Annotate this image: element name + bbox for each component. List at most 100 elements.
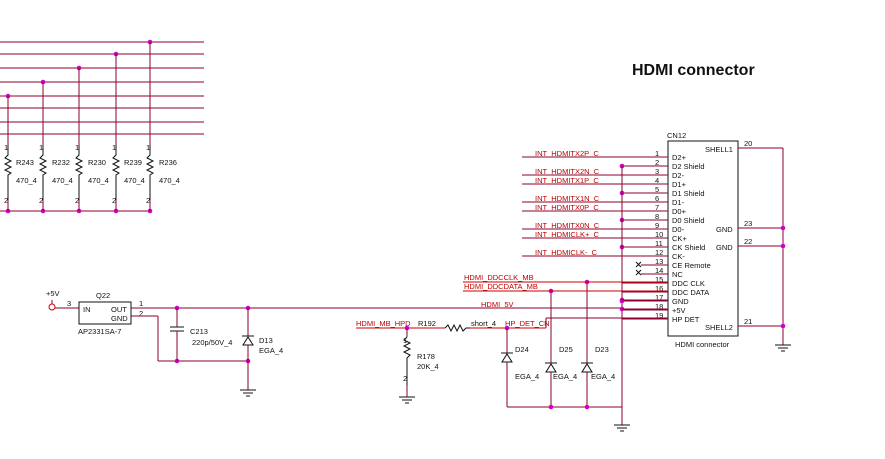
pin-number: 1 <box>655 149 659 158</box>
diode-d13: D13 EGA_4 <box>240 308 283 397</box>
r178-ref: R178 <box>417 352 435 361</box>
diode-ref: D13 <box>259 336 273 345</box>
pin-number: 15 <box>655 275 663 284</box>
pin-number: 8 <box>655 212 659 221</box>
r178-value: 20K_4 <box>417 362 439 371</box>
svg-text:1: 1 <box>39 143 43 152</box>
resistor-bank: R243 470_4 1 2 R232 470_4 1 2 R230 470_4… <box>0 143 180 214</box>
net-label: INT_HDMICLK+_C <box>535 230 600 239</box>
pin-name: D0- <box>672 225 685 234</box>
diode-ref: D23 <box>595 345 609 354</box>
net-label: INT_HDMITX0P_C <box>535 203 599 212</box>
pin-number: 17 <box>655 293 663 302</box>
right-pins: 20 SHELL1 23 GND 22 GND 21 SHELL2 <box>705 139 791 352</box>
svg-text:OUT: OUT <box>111 305 127 314</box>
resistor-ref: R239 <box>124 158 142 167</box>
svg-text:SHELL2: SHELL2 <box>705 323 733 332</box>
esd-diodes: D24 EGA_4 D25 EGA_4 D23 EGA_4 <box>501 279 630 432</box>
regulator-part: AP2331SA-7 <box>78 327 121 336</box>
svg-text:2: 2 <box>75 196 79 205</box>
pin-number: 10 <box>655 230 663 239</box>
net-label: INT_HDMITX1P_C <box>535 176 599 185</box>
svg-text:IN: IN <box>83 305 91 314</box>
pin-number: 4 <box>655 176 659 185</box>
resistor-ref: R230 <box>88 158 106 167</box>
pin-name: D2+ <box>672 153 687 162</box>
cap-ref: C213 <box>190 327 208 336</box>
connector-pin-5: 5 D1 Shield <box>619 185 705 198</box>
bus-lines <box>0 39 204 145</box>
net-label-hpd-cn: HP_DET_CN <box>505 319 550 328</box>
net-label: INT_HDMITX2P_C <box>535 149 599 158</box>
pin-name: DDC CLK <box>672 279 705 288</box>
resistor-value: 470_4 <box>52 176 73 185</box>
pin-name: DDC DATA <box>672 288 709 297</box>
pin-number: 5 <box>655 185 659 194</box>
regulator-q22: +5V 3 Q22 IN OUT GND AP2331SA-7 1 2 <box>46 289 622 364</box>
resistor-r232: R232 470_4 1 2 <box>38 143 73 205</box>
svg-text:20: 20 <box>744 139 752 148</box>
diode-value: EGA_4 <box>553 372 577 381</box>
net-label: INT_HDMITX2N_C <box>535 167 600 176</box>
pin-number: 19 <box>655 311 663 320</box>
pin-name: D2 Shield <box>672 162 705 171</box>
svg-text:2: 2 <box>39 196 43 205</box>
pin-number: 11 <box>655 239 663 248</box>
pin-number: 18 <box>655 302 663 311</box>
connector-ref: CN12 <box>667 131 686 140</box>
pin-number: 16 <box>655 284 663 293</box>
diode-ref: D25 <box>559 345 573 354</box>
pin-name: D2- <box>672 171 685 180</box>
svg-text:1: 1 <box>4 143 8 152</box>
pin-number: 12 <box>655 248 663 257</box>
connector-pin-16: 16 DDC DATA HDMI_DDCDATA_MB <box>464 282 709 297</box>
diode-ref: D24 <box>515 345 529 354</box>
svg-text:1: 1 <box>139 299 143 308</box>
net-label: HDMI_DDCCLK_MB <box>464 273 534 282</box>
pin-name: CK- <box>672 252 685 261</box>
svg-text:2: 2 <box>146 196 150 205</box>
svg-text:2: 2 <box>403 374 407 383</box>
resistor-ref: R236 <box>159 158 177 167</box>
resistor-ref: R243 <box>16 158 34 167</box>
diode-value: EGA_4 <box>591 372 615 381</box>
pin-number: 7 <box>655 203 659 212</box>
connector-pin-1: 1 D2+ INT_HDMITX2P_C <box>522 149 687 162</box>
svg-text:1: 1 <box>75 143 79 152</box>
svg-text:GND: GND <box>716 225 733 234</box>
pin-name: D0 Shield <box>672 216 705 225</box>
svg-text:GND: GND <box>716 243 733 252</box>
hpd-section: HDMI_MB_HPD R192 short_4 HP_DET_CN 1 2 R… <box>356 317 622 404</box>
connector-pin-8: 8 D0 Shield <box>619 212 705 225</box>
net-label: INT_HDMICLK-_C <box>535 248 598 257</box>
pin-name: +5V <box>672 306 686 315</box>
pin-name: D1 Shield <box>672 189 705 198</box>
cap-value: 220p/50V_4 <box>192 338 232 347</box>
net-label: HDMI_DDCDATA_MB <box>464 282 538 291</box>
connector-pin-19: 19 HP DET <box>622 311 700 324</box>
pin-number: 13 <box>655 257 663 266</box>
r192-ref: R192 <box>418 319 436 328</box>
resistor-r230: R230 470_4 1 2 <box>74 143 109 205</box>
pin-name: HP DET <box>672 315 700 324</box>
connector-pin-2: 2 D2 Shield <box>619 158 705 171</box>
connector-pin-12: 12 CK- INT_HDMICLK-_C <box>522 248 685 261</box>
svg-text:21: 21 <box>744 317 752 326</box>
svg-text:2: 2 <box>4 196 8 205</box>
pin-number: 9 <box>655 221 659 230</box>
svg-text:2: 2 <box>139 309 143 318</box>
pin-number: 2 <box>655 158 659 167</box>
svg-text:1: 1 <box>403 336 407 345</box>
pin-name: D0+ <box>672 207 687 216</box>
pin-name: NC <box>672 270 683 279</box>
svg-text:3: 3 <box>67 299 71 308</box>
resistor-r239: R239 470_4 1 2 <box>111 143 145 205</box>
pin-name: CK+ <box>672 234 687 243</box>
resistor-value: 470_4 <box>124 176 145 185</box>
resistor-value: 470_4 <box>16 176 37 185</box>
